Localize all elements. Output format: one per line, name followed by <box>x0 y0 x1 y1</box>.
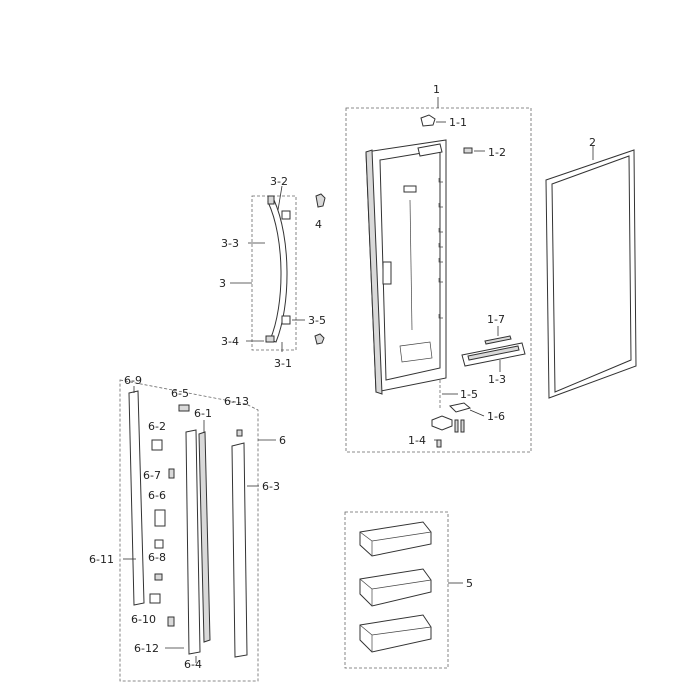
part-6-10-cap <box>149 593 161 604</box>
door-panel <box>365 139 447 395</box>
part-1-3-trim <box>461 342 526 367</box>
label-1-4: 1-4 <box>408 434 426 447</box>
part-6-5-clip <box>178 404 190 412</box>
label-3-1: 3-1 <box>274 357 292 370</box>
label-6-6: 6-6 <box>148 489 166 502</box>
part-5-bin-middle <box>359 568 432 607</box>
label-1-7: 1-7 <box>487 313 505 326</box>
part-6-13-screw <box>236 429 243 437</box>
label-4: 4 <box>315 218 322 231</box>
label-3-5: 3-5 <box>308 314 326 327</box>
group-3-box <box>251 195 297 351</box>
label-2: 2 <box>589 136 596 149</box>
part-6-12-pin <box>167 616 175 627</box>
part-4-screw-top <box>315 193 326 208</box>
label-6-4: 6-4 <box>184 658 202 671</box>
label-6-10: 6-10 <box>131 613 156 626</box>
label-5: 5 <box>466 577 473 590</box>
label-6-3: 6-3 <box>262 480 280 493</box>
part-1-4-hinge <box>431 415 453 448</box>
part-6-7-screw <box>168 468 175 479</box>
part-6-8-part <box>154 539 164 581</box>
label-3-3: 3-3 <box>221 237 239 250</box>
label-6-13: 6-13 <box>224 395 249 408</box>
part-1-6-bracket <box>448 402 472 433</box>
label-6: 6 <box>279 434 286 447</box>
part-1-1-hinge-cap <box>420 114 436 127</box>
label-1-2: 1-2 <box>488 146 506 159</box>
group-1-box <box>345 107 532 453</box>
part-5-bin-top <box>359 521 432 557</box>
label-6-12: 6-12 <box>134 642 159 655</box>
part-3-3-handle-bar <box>267 199 288 343</box>
group-6-box <box>119 379 259 682</box>
leader-3-2 <box>277 185 283 211</box>
label-6-7: 6-7 <box>143 469 161 482</box>
part-6-3-cover <box>231 442 248 658</box>
label-1-1: 1-1 <box>449 116 467 129</box>
label-3-4: 3-4 <box>221 335 239 348</box>
label-1-5: 1-5 <box>460 388 478 401</box>
label-6-5: 6-5 <box>171 387 189 400</box>
part-6-6-hinge <box>154 509 166 527</box>
part-1-7-strip <box>484 335 512 345</box>
leader-1-6 <box>469 409 485 417</box>
part-1-2-screw <box>463 147 473 154</box>
label-1: 1 <box>433 83 440 96</box>
part-6-1-rail <box>185 429 211 655</box>
part-5-bin-bottom <box>359 614 432 653</box>
part-3-4-cap <box>265 315 291 343</box>
part-4-screw-bottom <box>314 333 325 345</box>
part-2-gasket <box>545 149 637 399</box>
label-6-9: 6-9 <box>124 374 142 387</box>
label-6-8: 6-8 <box>148 551 166 564</box>
part-3-2-cap <box>267 195 291 220</box>
group-5-box <box>344 511 449 669</box>
label-6-11: 6-11 <box>89 553 114 566</box>
label-3: 3 <box>219 277 226 290</box>
label-1-6: 1-6 <box>487 410 505 423</box>
part-6-2-bracket <box>151 439 163 451</box>
label-1-3: 1-3 <box>488 373 506 386</box>
label-3-2: 3-2 <box>270 175 288 188</box>
label-6-2: 6-2 <box>148 420 166 433</box>
part-6-9-strip <box>128 390 145 606</box>
label-6-1: 6-1 <box>194 407 212 420</box>
